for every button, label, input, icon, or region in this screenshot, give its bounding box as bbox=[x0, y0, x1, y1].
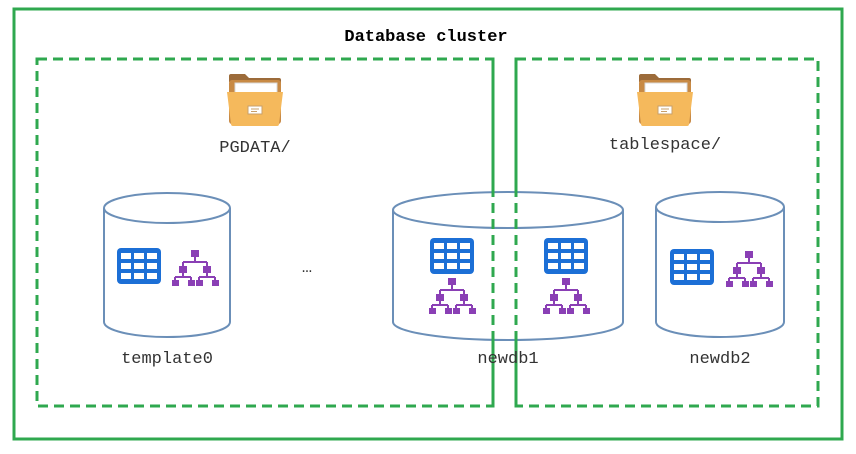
table-icon bbox=[430, 238, 474, 274]
database-label-newdb1: newdb1 bbox=[477, 350, 538, 369]
tablespace-label: tablespace/ bbox=[609, 136, 721, 155]
pgdata-folder-icon bbox=[226, 73, 284, 127]
pgdata-label: PGDATA/ bbox=[219, 139, 290, 158]
database-label-newdb2: newdb2 bbox=[689, 350, 750, 369]
diagram-title: Database cluster bbox=[344, 28, 507, 47]
database-cylinder-newdb1 bbox=[392, 191, 624, 341]
ellipsis-text: … bbox=[302, 259, 312, 278]
table-icon bbox=[670, 249, 714, 285]
database-label-template0: template0 bbox=[121, 350, 213, 369]
table-icon bbox=[117, 248, 161, 284]
database-cylinder-template0 bbox=[103, 192, 231, 338]
database-cylinder-newdb2 bbox=[655, 191, 785, 338]
tablespace-folder-icon bbox=[636, 73, 694, 127]
table-icon bbox=[544, 238, 588, 274]
